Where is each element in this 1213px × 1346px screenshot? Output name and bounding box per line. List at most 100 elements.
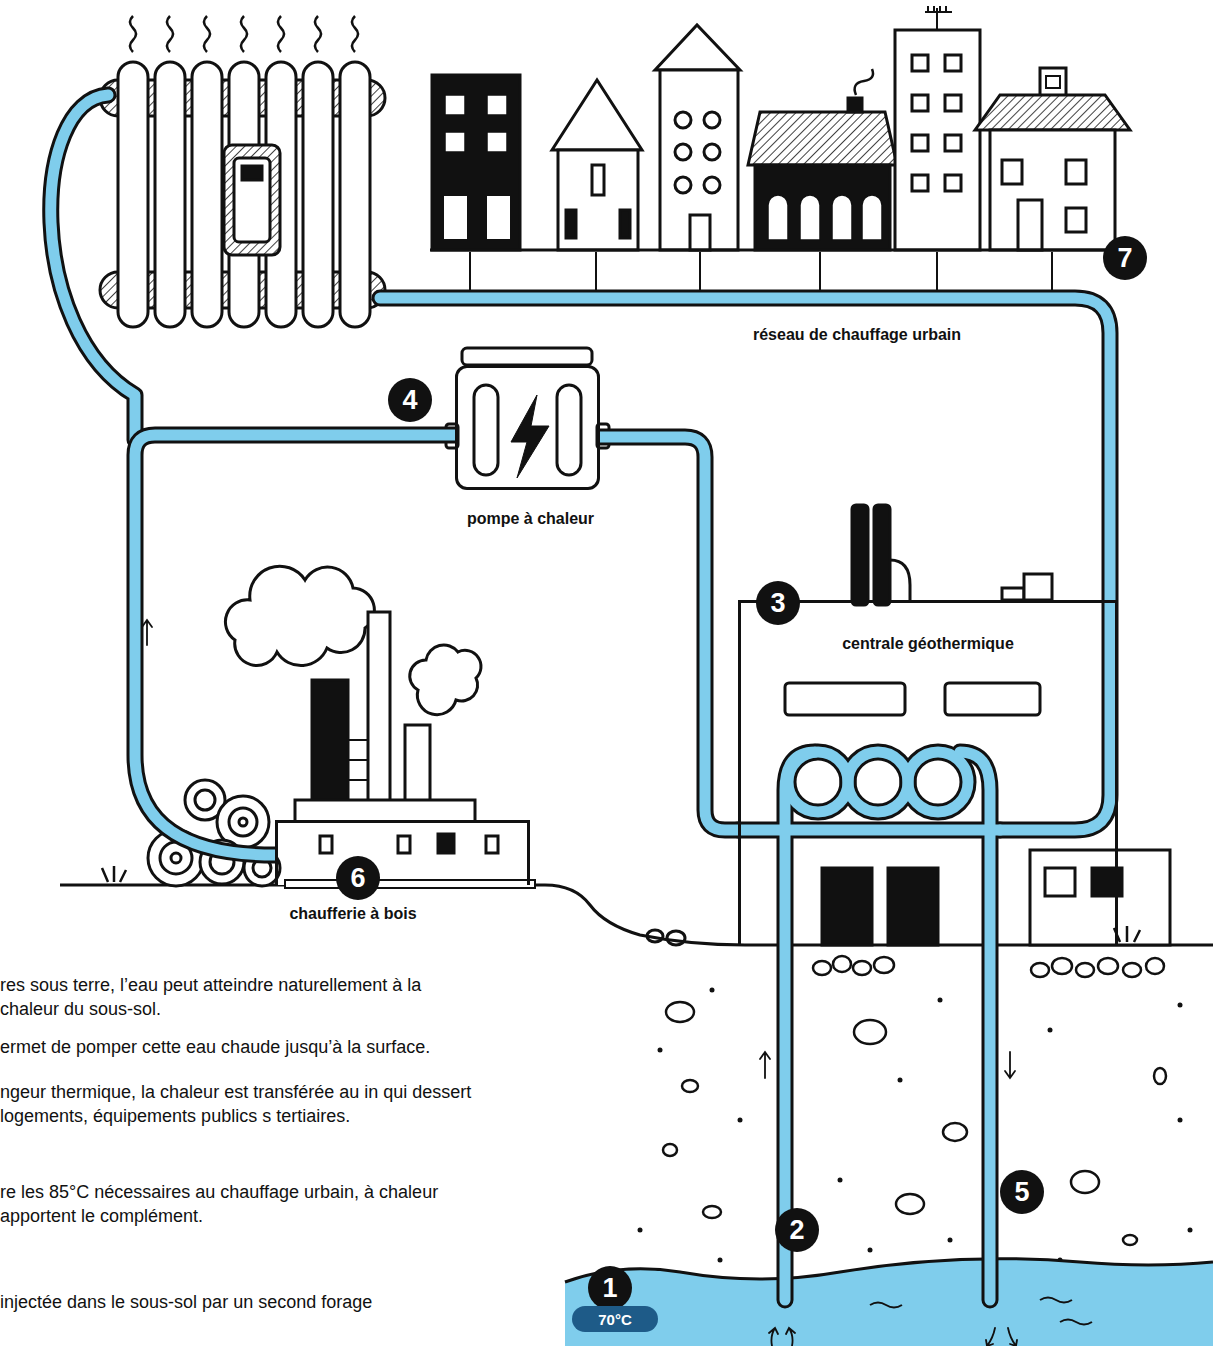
radiator-part xyxy=(340,62,370,327)
houses-part xyxy=(655,25,740,70)
explanation-text: res sous terre, l’eau peut atteindre nat… xyxy=(0,973,425,1021)
houses-part xyxy=(704,112,720,128)
rocks-part xyxy=(1052,958,1072,974)
aquifer-water xyxy=(565,1259,1213,1346)
callout-text: 1 xyxy=(602,1275,617,1302)
heat-waves xyxy=(130,16,358,52)
heat-waves-part xyxy=(241,16,247,52)
ground-part xyxy=(647,930,663,942)
houses-part xyxy=(912,175,928,191)
houses-part xyxy=(768,195,788,240)
houses-part xyxy=(990,130,1115,250)
houses-part xyxy=(912,135,928,151)
houses-part xyxy=(748,112,897,165)
boiler-building: chaufferie à bois6 xyxy=(275,820,530,885)
heat-pump-symbol-part xyxy=(511,395,549,478)
houses-part xyxy=(558,150,638,250)
houses-part xyxy=(704,144,720,160)
pipe-water-part xyxy=(51,95,135,440)
node-label: pompe à chaleur xyxy=(408,510,653,528)
rocks-part xyxy=(874,957,894,973)
houses xyxy=(430,6,1132,291)
wood-logs-part xyxy=(171,853,181,863)
houses-part xyxy=(925,6,952,30)
soil-dots-part xyxy=(718,1258,723,1263)
pipe-connector xyxy=(135,435,455,855)
heat-waves-part xyxy=(352,16,358,52)
houses-part xyxy=(675,144,691,160)
wood-boiler-building-part xyxy=(368,612,390,802)
callout-text: 2 xyxy=(789,1217,804,1244)
callout-number: 6 xyxy=(336,856,380,900)
wood-boiler-building xyxy=(275,612,535,888)
soil-dots-part xyxy=(1188,1228,1193,1233)
smoke-clouds xyxy=(225,566,481,714)
heat-pump-box: pompe à chaleur xyxy=(455,365,600,490)
rocks-part xyxy=(1123,1235,1137,1245)
pipe-water xyxy=(600,437,738,830)
soil-dots-part xyxy=(1178,1118,1183,1123)
rocks-part xyxy=(854,1020,886,1044)
radiator-part xyxy=(224,145,280,255)
pipe-outline xyxy=(135,435,455,855)
flow-arrow-part xyxy=(986,1328,995,1346)
houses-part xyxy=(848,98,862,112)
pipe-water-part xyxy=(380,298,1110,830)
pipe-water-part xyxy=(908,752,968,812)
heat-waves-part xyxy=(167,16,173,52)
callout-number: 1 xyxy=(588,1266,632,1310)
geothermal-plant-building-part xyxy=(874,505,890,605)
explanation-text: re les 85°C nécessaires au chauffage urb… xyxy=(0,1180,480,1228)
wood-boiler-building-part xyxy=(438,834,454,853)
flow-arrow-part xyxy=(1008,1328,1017,1346)
callout-number: 2 xyxy=(775,1208,819,1252)
soil-dots-part xyxy=(898,1078,903,1083)
pipe-outline-part xyxy=(908,752,968,812)
plant-building: centrale géothermique3 xyxy=(738,600,1118,945)
houses-part xyxy=(895,30,980,250)
network-label: réseau de chauffage urbain xyxy=(737,326,977,344)
wood-boiler-building-part xyxy=(349,740,368,780)
wood-boiler-building-part xyxy=(405,725,430,802)
callout-text: 5 xyxy=(1014,1179,1029,1206)
radiator-part xyxy=(118,62,148,327)
flow-arrow-part xyxy=(142,620,152,645)
temperature-badge: 70°C xyxy=(572,1306,658,1332)
pipe-water-part xyxy=(738,825,1000,836)
houses-part xyxy=(975,95,1130,130)
houses-part xyxy=(620,210,630,238)
pipe-water-part xyxy=(960,752,990,1300)
rocks-part xyxy=(1098,958,1118,974)
houses-part xyxy=(445,132,465,152)
aquifer-water-part xyxy=(870,1298,1092,1325)
geothermal-plant-building-part xyxy=(1002,588,1024,600)
houses-part xyxy=(470,252,1052,291)
wood-boiler-building-part xyxy=(295,800,475,822)
pipe-connector xyxy=(600,437,738,830)
smoke-clouds-part xyxy=(410,645,481,715)
houses-part xyxy=(592,165,604,195)
aquifer-water-part xyxy=(565,1259,1213,1346)
aquifer-water-part xyxy=(565,1259,1213,1282)
houses-part xyxy=(912,55,928,71)
soil-dots-part xyxy=(1178,1003,1183,1008)
heat-waves-part xyxy=(315,16,321,52)
geothermal-plant-building-part xyxy=(785,683,905,715)
node-label: centrale géothermique xyxy=(741,635,1115,653)
rocks-part xyxy=(703,1206,721,1218)
flow-arrow-part xyxy=(786,1328,795,1346)
callout-number: 4 xyxy=(388,378,432,422)
houses-part xyxy=(1066,160,1086,184)
callout-text: 6 xyxy=(350,865,365,892)
radiator-part xyxy=(234,158,270,242)
houses-part xyxy=(832,195,852,240)
explanation-text: injectée dans le sous-sol par un second … xyxy=(0,1290,520,1314)
rocks-part xyxy=(663,1144,677,1156)
pipe-outline-part xyxy=(51,95,135,440)
soil-dots-part xyxy=(838,1178,843,1183)
houses-part xyxy=(855,69,873,95)
geothermal-plant-building-part xyxy=(1045,868,1075,896)
houses-part xyxy=(1002,160,1022,184)
